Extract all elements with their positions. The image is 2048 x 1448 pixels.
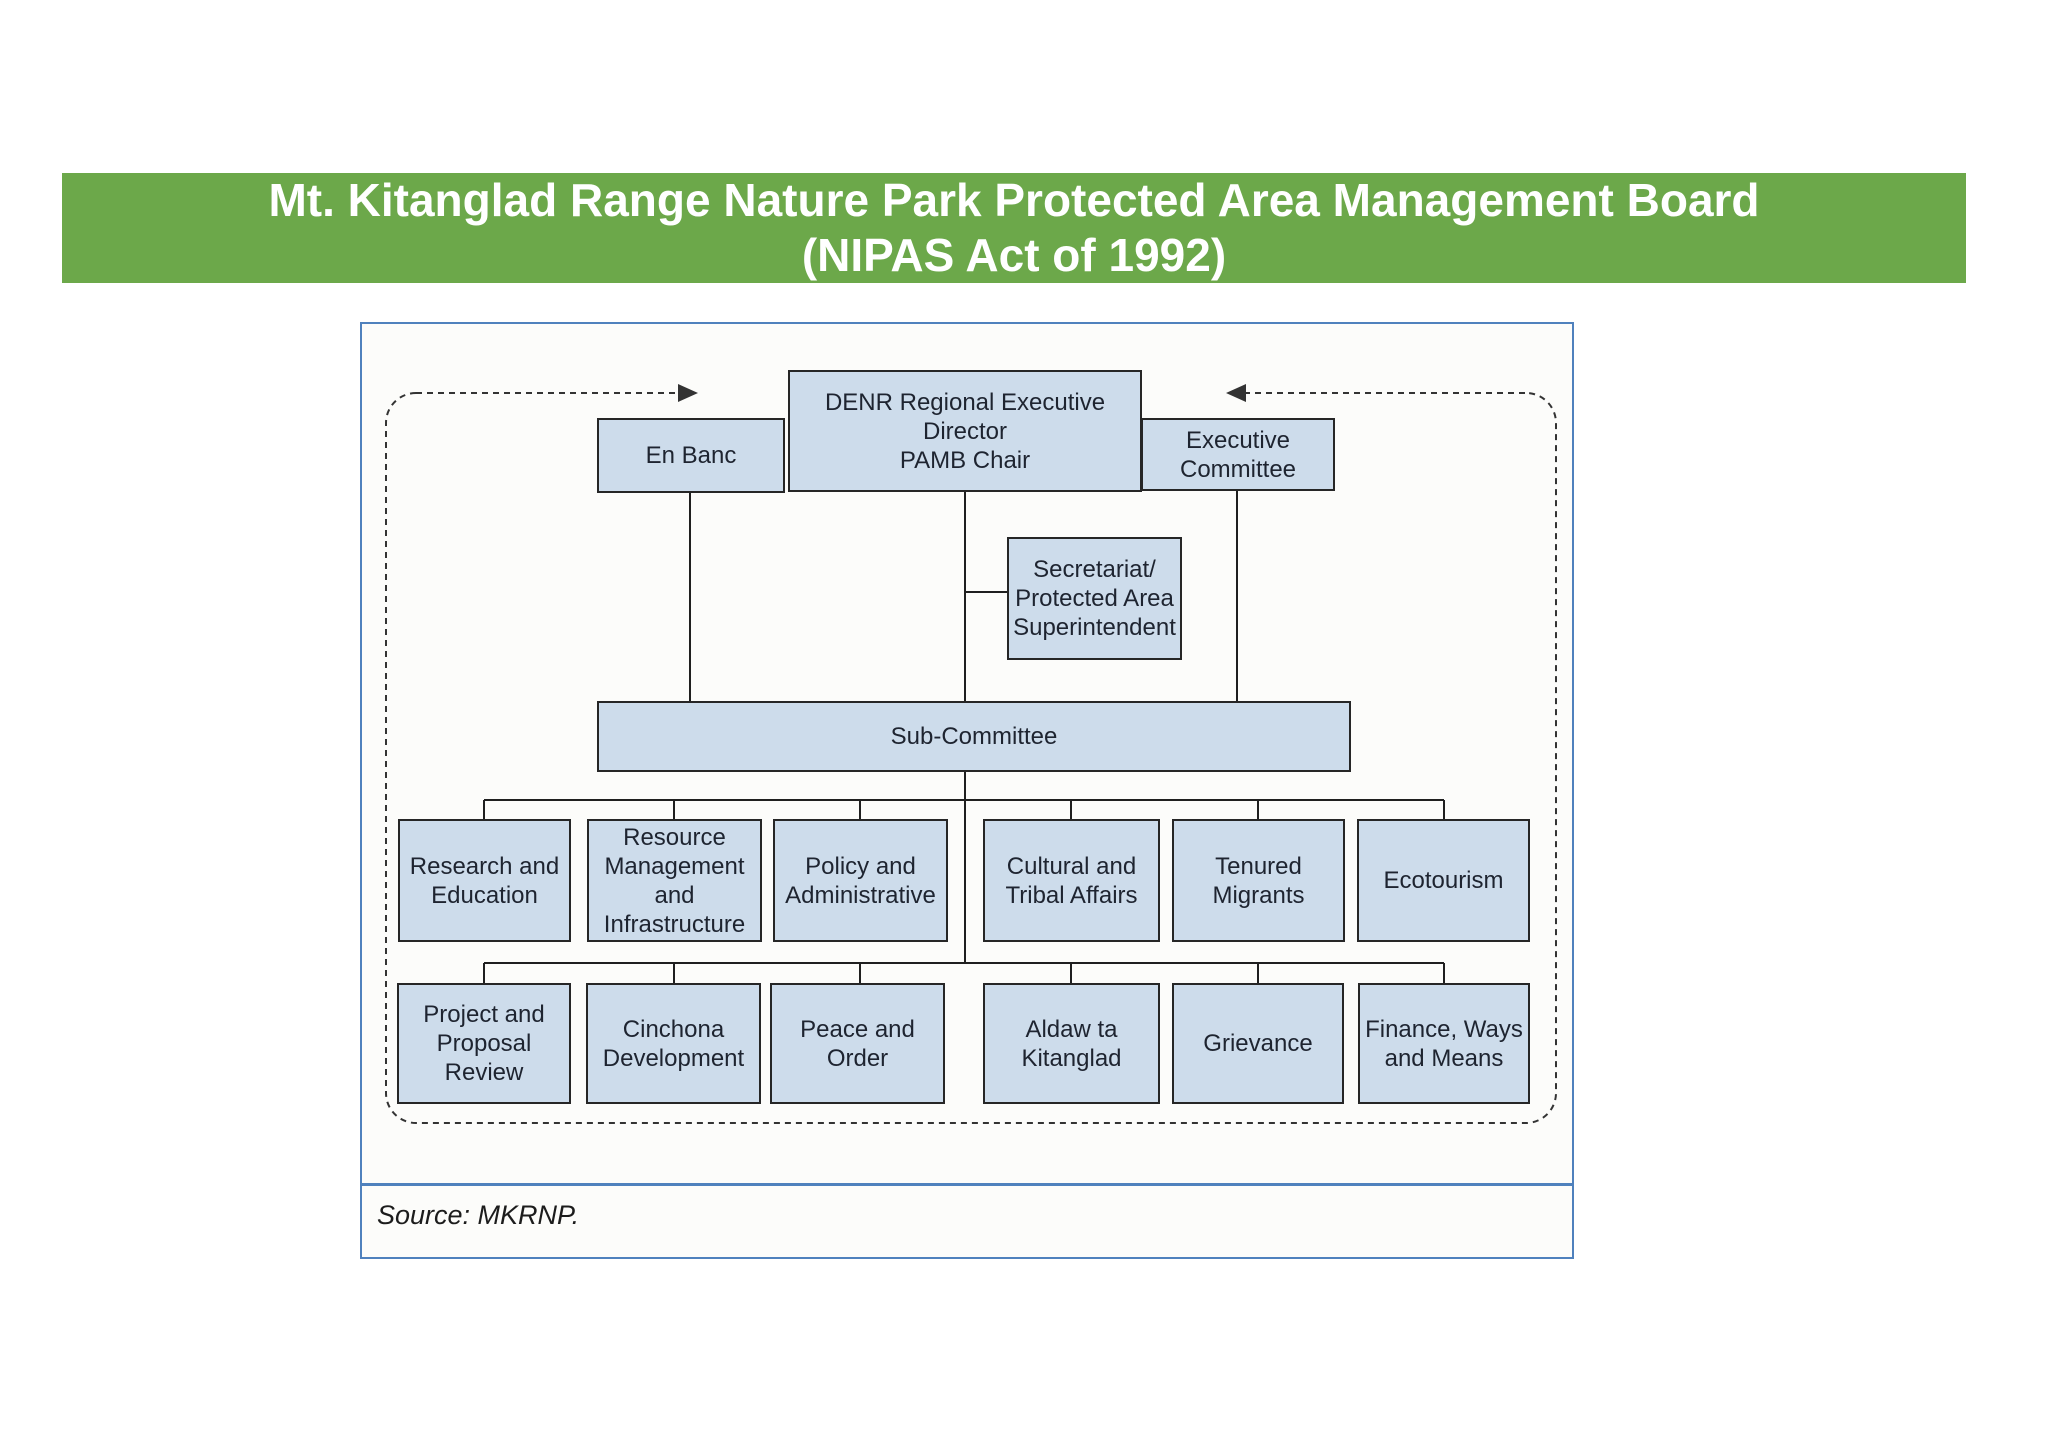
org-chart-figure: DENR Regional Executive Director PAMB Ch… — [360, 322, 1574, 1259]
title-banner: Mt. Kitanglad Range Nature Park Protecte… — [62, 173, 1966, 283]
node-research-education: Research and Education — [398, 819, 571, 942]
node-executive-committee: Executive Committee — [1141, 418, 1335, 491]
node-aldaw-ta-kitanglad: Aldaw ta Kitanglad — [983, 983, 1160, 1104]
page-title: Mt. Kitanglad Range Nature Park Protecte… — [268, 174, 1760, 226]
dashed-side-bottom-border — [385, 392, 1557, 1124]
node-grievance: Grievance — [1172, 983, 1344, 1104]
node-en-banc: En Banc — [597, 418, 785, 493]
source-note: Source: MKRNP. — [377, 1200, 580, 1230]
hierarchy-connectors — [483, 490, 1445, 983]
node-ecotourism: Ecotourism — [1357, 819, 1530, 942]
source-divider — [362, 1183, 1572, 1186]
node-resource-management: Resource Management and Infrastructure — [587, 819, 762, 942]
arrowhead-left-icon — [1226, 384, 1246, 402]
node-pamb-chair: DENR Regional Executive Director PAMB Ch… — [788, 370, 1142, 492]
arrowhead-right-icon — [678, 384, 698, 402]
node-sub-committee: Sub-Committee — [597, 701, 1351, 772]
node-project-proposal-review: Project and Proposal Review — [397, 983, 571, 1104]
feedback-loop-dashed-border — [385, 384, 1557, 1124]
node-secretariat: Secretariat/ Protected Area Superintende… — [1007, 537, 1182, 660]
node-cinchona-development: Cinchona Development — [586, 983, 761, 1104]
node-tenured-migrants: Tenured Migrants — [1172, 819, 1345, 942]
page-subtitle: (NIPAS Act of 1992) — [801, 229, 1227, 281]
node-finance-ways-means: Finance, Ways and Means — [1358, 983, 1530, 1104]
node-cultural-tribal-affairs: Cultural and Tribal Affairs — [983, 819, 1160, 942]
node-policy-administrative: Policy and Administrative — [773, 819, 948, 942]
node-peace-and-order: Peace and Order — [770, 983, 945, 1104]
connector-lines — [385, 384, 1557, 1124]
